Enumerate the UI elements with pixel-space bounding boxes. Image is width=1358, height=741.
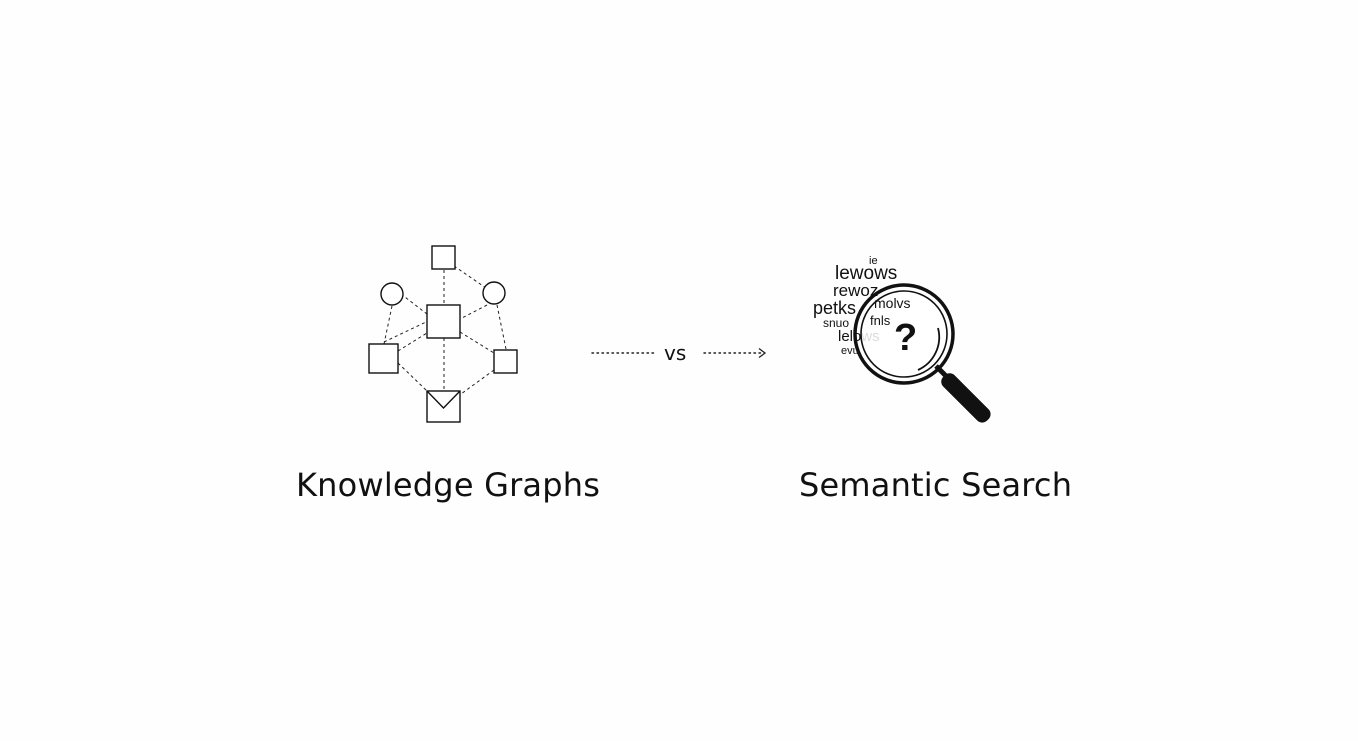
knowledge-graph-network-icon (368, 245, 518, 423)
word-cloud-term: fnls (870, 313, 891, 328)
magnifying-glass-icon: molvs fnls ? (853, 283, 991, 423)
graph-edge (400, 293, 428, 315)
graph-edge (459, 331, 495, 354)
lens-glare (917, 327, 941, 371)
graph-node-circle (482, 281, 506, 305)
graph-edges (383, 265, 507, 395)
graph-edge (461, 304, 488, 319)
graph-edge (383, 305, 393, 345)
word-cloud-term: ie (869, 255, 878, 267)
graph-edge (460, 369, 495, 395)
graph-node-square (426, 304, 461, 339)
graph-nodes (368, 245, 518, 423)
dotted-arrow-right-icon (703, 347, 767, 359)
word-cloud-term: snuo (823, 316, 849, 330)
word-cloud-term: evu (841, 345, 859, 357)
word-cloud-term: molvs (874, 295, 911, 311)
graph-edge (397, 362, 428, 392)
graph-node-envelope (426, 390, 461, 423)
word-cloud-term: petks (813, 298, 856, 318)
graph-node-circle (380, 282, 404, 306)
graph-node-square (431, 245, 456, 270)
graph-node-square (493, 349, 518, 374)
graph-edge (397, 332, 428, 352)
graph-node-square (368, 343, 399, 374)
graph-edge (496, 304, 507, 350)
word-cloud-term: lewows (835, 263, 897, 284)
knowledge-graphs-caption: Knowledge Graphs (296, 466, 601, 504)
magnifier-lens (860, 290, 948, 378)
semantic-search-caption: Semantic Search (799, 466, 1073, 504)
vs-connector: vs (591, 341, 767, 365)
word-cloud: ie lewows rewoz petks snuo lelows evu (813, 255, 897, 357)
magnifier-handle (941, 373, 991, 423)
word-cloud-term: rewoz (833, 281, 878, 300)
question-mark-icon: ? (894, 317, 917, 359)
semantic-search-illustration: ie lewows rewoz petks snuo lelows evu mo… (813, 255, 991, 423)
graph-edge (453, 265, 487, 289)
graph-edge (383, 321, 427, 343)
vs-label: vs (664, 341, 686, 365)
magnifier-lens-outer (853, 283, 955, 385)
